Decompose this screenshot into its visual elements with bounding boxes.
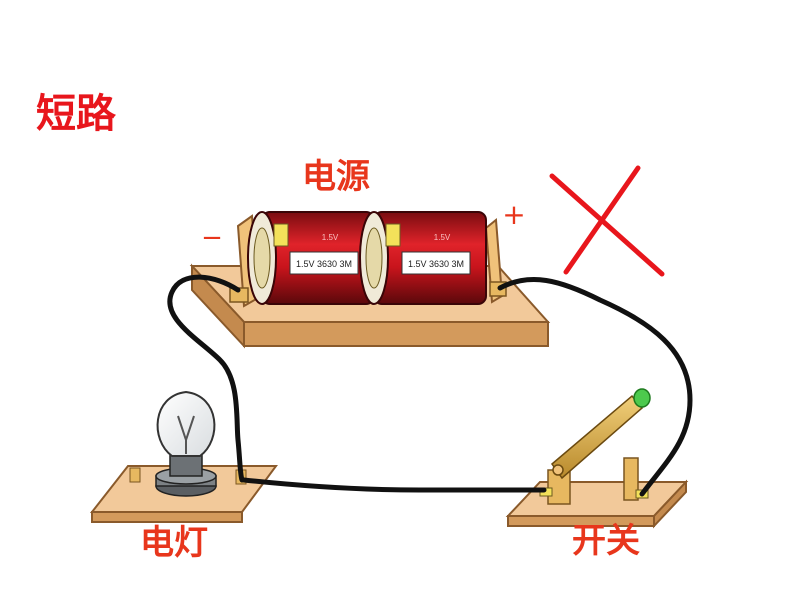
wire-battery-to-switch — [497, 276, 693, 497]
positive-terminal-bracket — [484, 218, 507, 304]
diagram-title: 短路 — [36, 91, 116, 137]
knife-switch-icon — [539, 388, 651, 505]
power-source-label: 电源 — [302, 157, 370, 197]
wires — [167, 274, 693, 497]
wire-battery-to-lamp — [167, 274, 245, 483]
lamp-label: 电灯 — [140, 523, 208, 563]
switch-label: 开关 — [572, 521, 640, 561]
negative-sign: − — [201, 223, 223, 253]
lamp-icon — [155, 390, 217, 497]
positive-sign: + — [502, 198, 525, 231]
battery-icon: 1.5V 3630 3M 1.5V — [359, 211, 487, 305]
battery-model-text: 1.5V 3630 3M — [408, 259, 464, 269]
wire-lamp-to-switch — [241, 477, 547, 493]
cross-mark-icon — [549, 165, 665, 277]
battery-brand-text: 1.5V — [434, 233, 451, 242]
battery-brand-text: 1.5V — [322, 233, 339, 242]
battery-model-text: 1.5V 3630 3M — [296, 259, 352, 269]
battery-icon: 1.5V 3630 3M 1.5V — [247, 211, 375, 305]
